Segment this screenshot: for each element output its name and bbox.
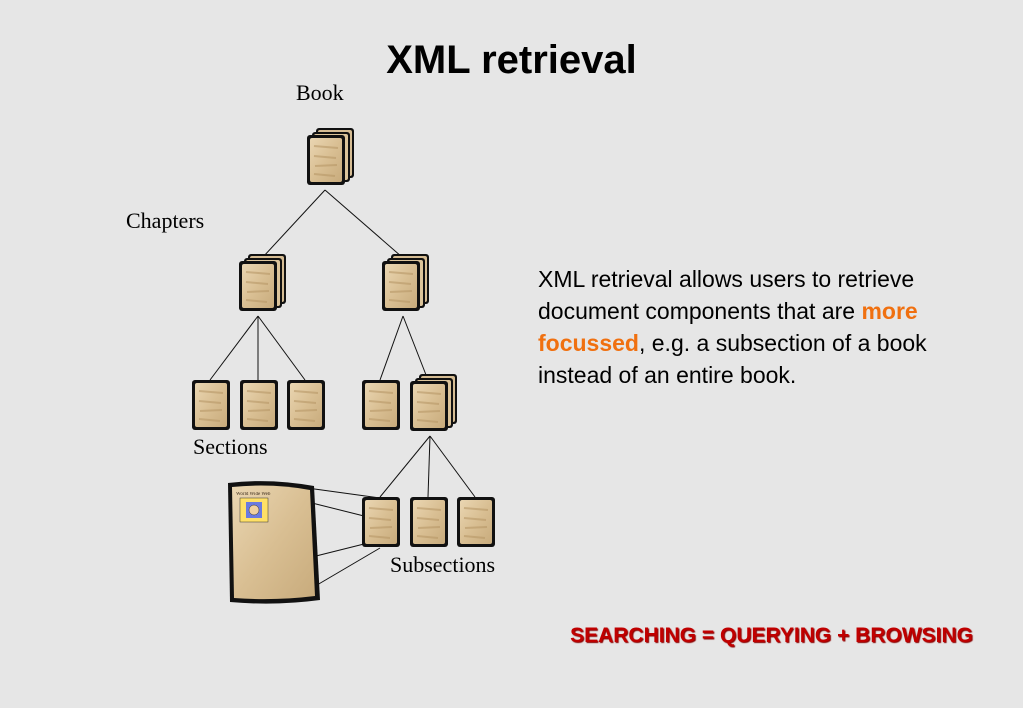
subsection-document-icon — [456, 496, 496, 548]
enlarged-page-icon — [228, 481, 320, 604]
description: XML retrieval allows users to retrieve d… — [538, 263, 998, 391]
book-label: Book — [296, 80, 344, 105]
chapters-label: Chapters — [126, 208, 205, 233]
section-document-icon — [286, 379, 326, 431]
chapter-document-stack-icon — [382, 254, 429, 311]
subsections-label: Subsections — [390, 552, 496, 577]
footer-slogan: SEARCHING = QUERYING + BROWSING — [570, 624, 973, 647]
description-text-2: , e.g. a subsection of a book instead of… — [538, 330, 927, 388]
description-highlight: more focussed — [538, 298, 918, 356]
chapter-document-stack-icon — [239, 254, 286, 311]
section-document-icon — [191, 379, 231, 431]
section-document-stack-icon — [410, 374, 457, 431]
subsection-document-icon — [361, 496, 401, 548]
page-snippet-text: World Wide Web — [236, 492, 271, 497]
tree-lines — [209, 189, 476, 596]
description-text-1: XML retrieval allows users to retrieve d… — [538, 266, 915, 324]
slide-title: XML retrieval — [386, 38, 637, 82]
subsection-document-icon — [409, 496, 449, 548]
section-document-icon — [361, 379, 401, 431]
sections-label: Sections — [193, 434, 268, 459]
book-document-stack-icon — [307, 128, 354, 185]
section-document-icon — [239, 379, 279, 431]
